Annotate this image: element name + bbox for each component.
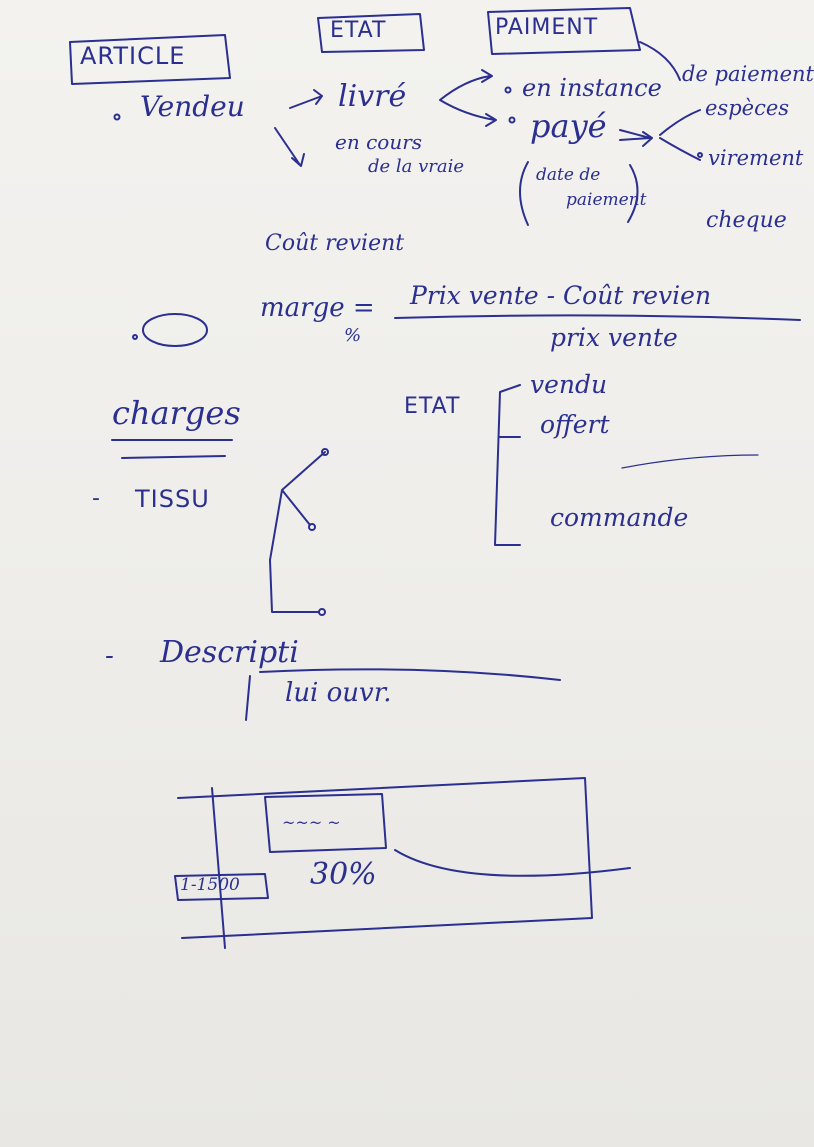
sketch-vertical-line — [211, 787, 226, 949]
sketch-frame — [177, 777, 593, 939]
etat-box — [317, 13, 425, 53]
etat-heading: ETAT — [330, 18, 387, 43]
paye-arrow — [619, 129, 653, 147]
sketch-input-scribble: ~~~ ~ — [282, 813, 341, 832]
paiement-heading: PAIMENT — [495, 15, 599, 40]
livre-branch-arrows — [439, 69, 497, 127]
charges-description: Descripti — [160, 635, 299, 670]
paiement-box — [487, 7, 641, 55]
tissu-tree — [269, 451, 326, 613]
etat-en-cours: en cours — [335, 130, 423, 154]
etc-scribble — [142, 313, 208, 347]
paiement-connector — [639, 41, 681, 81]
marge-label: marge = — [260, 293, 375, 323]
offert-underline — [621, 454, 759, 469]
sketch-price-box — [174, 873, 269, 901]
sketch-curve — [394, 849, 631, 877]
marge-denominator: prix vente — [550, 323, 678, 352]
mode-branches — [659, 109, 701, 161]
etat2-label: ETAT — [404, 394, 461, 419]
cout-revient-label: Coût revient — [265, 231, 405, 256]
vendeur-to-encours-arrow — [274, 127, 305, 167]
description-bracket — [245, 675, 251, 721]
etat2-vendu: vendu — [530, 370, 608, 399]
charges-lui-ouvrier: lui ouvr. — [285, 678, 392, 708]
marge-numerator: Prix vente - Coût revien — [410, 281, 712, 310]
date-paren-right — [627, 164, 639, 223]
sketch-percent: 30% — [310, 857, 377, 892]
paiement-especes: espèces — [705, 96, 790, 120]
etat-livre: livré — [338, 79, 407, 114]
charges-tissu-dash: - — [92, 486, 101, 511]
etat2-offert: offert — [540, 410, 610, 439]
description-underline — [259, 668, 561, 681]
article-heading: ARTICLE — [80, 42, 186, 70]
etat2-commande: commande — [550, 503, 689, 532]
sketch-price: 1-1500 — [180, 875, 240, 895]
charges-underline — [111, 439, 233, 459]
paiement-en-instance: en instance — [522, 74, 662, 102]
charges-tissu: TISSU — [135, 485, 210, 513]
etat-bracket — [494, 384, 521, 546]
marge-percent: % — [344, 325, 362, 346]
paiement-cheque: cheque — [706, 208, 787, 233]
article-vendeur: Vendeu — [140, 90, 245, 123]
paiement-date-line2: paiement — [566, 190, 647, 210]
paiement-mode: de paiement — [682, 62, 814, 86]
sketch-input-box — [264, 793, 387, 853]
paiement-date-line1: date de — [536, 165, 601, 185]
article-box — [69, 34, 231, 85]
vendeur-to-livre-arrow — [289, 89, 323, 109]
date-paren-left — [519, 161, 529, 226]
paiement-paye: payé — [530, 107, 607, 145]
etat-de-la-vraie: de la vraie — [368, 156, 465, 177]
marge-fraction-line — [394, 314, 801, 321]
charges-description-dash: - — [105, 641, 114, 671]
paiement-virement: virement — [708, 146, 804, 170]
charges-title: charges — [112, 394, 241, 432]
